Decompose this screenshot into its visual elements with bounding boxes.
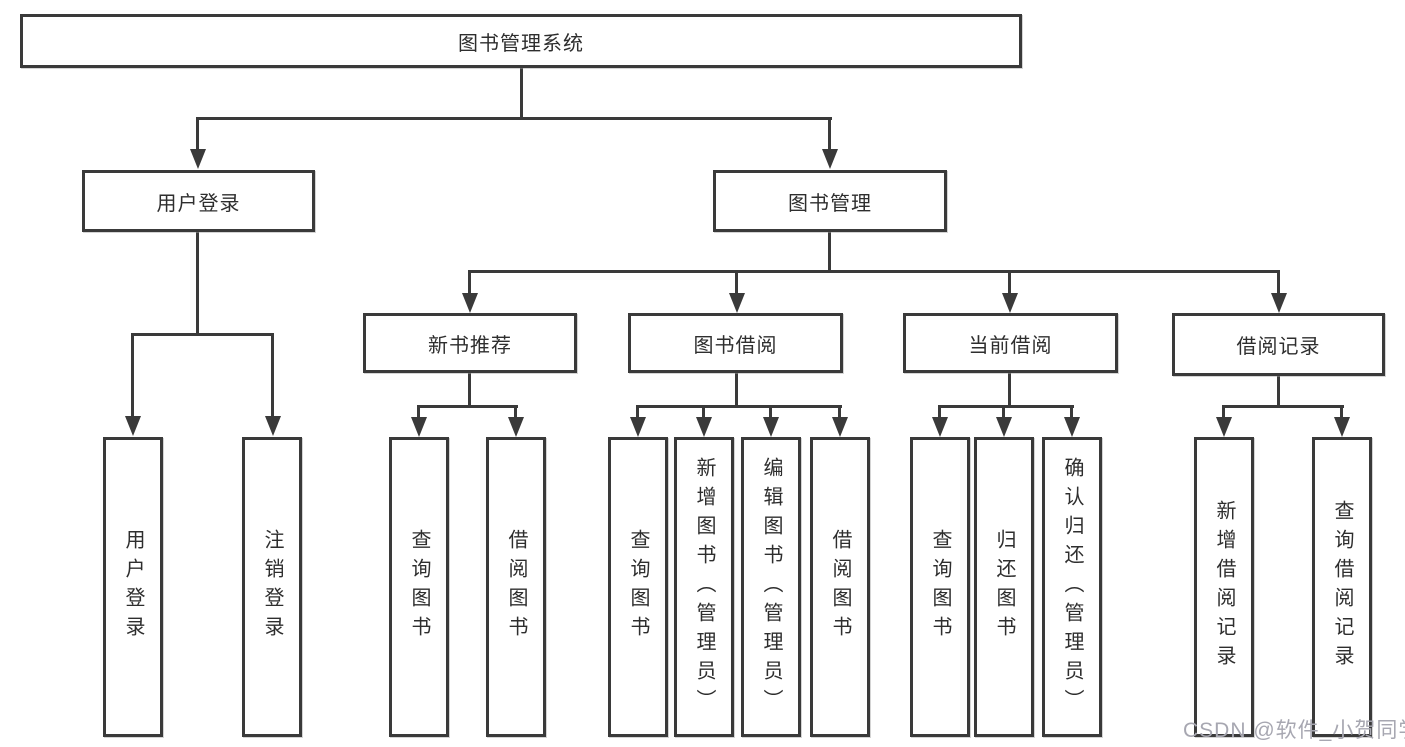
leaf-query-books-borrow: 查询图书 [608, 437, 668, 737]
leaf-confirm-return-admin: 确认归还（管理员） [1042, 437, 1102, 737]
connector-user-login-bus [131, 333, 274, 336]
leaf-borrow-books-new: 借阅图书 [486, 437, 546, 737]
connector-drop-leaf [1070, 405, 1073, 419]
arrow-down-icon [508, 417, 524, 437]
connector-drop-user-login [196, 117, 199, 151]
arrow-down-icon [462, 293, 478, 313]
connector-book-management-stub [828, 232, 831, 273]
arrow-down-icon [932, 417, 948, 437]
arrow-down-icon [1216, 417, 1232, 437]
arrow-down-icon [1271, 293, 1287, 313]
connector-new-books-bus [417, 405, 518, 408]
arrow-down-icon [696, 417, 712, 437]
connector-borrowing-records-bus [1222, 405, 1344, 408]
leaf-return-books: 归还图书 [974, 437, 1034, 737]
connector-drop-book-borrowing [735, 270, 738, 295]
node-new-books: 新书推荐 [363, 313, 577, 373]
leaf-query-borrow-record: 查询借阅记录 [1312, 437, 1372, 737]
arrow-down-icon [729, 293, 745, 313]
arrow-down-icon [832, 417, 848, 437]
connector-user-login-stub [196, 232, 199, 335]
connector-level2-bus [196, 117, 832, 120]
arrow-down-icon [630, 417, 646, 437]
connector-drop-current-borrowing [1008, 270, 1011, 295]
connector-borrowing-records-stub [1277, 376, 1280, 407]
node-current-borrowing: 当前借阅 [903, 313, 1118, 373]
node-user-login: 用户登录 [82, 170, 315, 232]
leaf-query-books-new: 查询图书 [389, 437, 449, 737]
connector-book-borrowing-bus [636, 405, 842, 408]
leaf-user-login: 用户登录 [103, 437, 163, 737]
watermark: CSDN @软件_小贺同学 [1183, 719, 1405, 742]
arrow-down-icon [1064, 417, 1080, 437]
node-borrowing-records: 借阅记录 [1172, 313, 1385, 376]
leaf-borrow-books: 借阅图书 [810, 437, 870, 737]
arrow-down-icon [822, 149, 838, 169]
arrow-down-icon [125, 416, 141, 436]
arrow-down-icon [265, 416, 281, 436]
connector-new-books-stub [468, 373, 471, 407]
connector-drop-leaf-user-login [131, 333, 134, 418]
connector-drop-leaf-logout [271, 333, 274, 418]
connector-drop-leaf [417, 405, 420, 419]
connector-drop-leaf [1222, 405, 1225, 419]
leaf-edit-books-admin: 编辑图书（管理员） [741, 437, 801, 737]
connector-drop-leaf [514, 405, 517, 419]
connector-drop-borrowing-records [1277, 270, 1280, 295]
connector-drop-leaf [636, 405, 639, 419]
leaf-add-books-admin: 新增图书（管理员） [674, 437, 734, 737]
connector-drop-leaf [702, 405, 705, 419]
connector-drop-leaf [838, 405, 841, 419]
connector-current-borrowing-stub [1008, 373, 1011, 407]
arrow-down-icon [190, 149, 206, 169]
connector-current-borrowing-bus [938, 405, 1074, 408]
connector-book-borrowing-stub [735, 373, 738, 407]
connector-drop-leaf [769, 405, 772, 419]
leaf-logout: 注销登录 [242, 437, 302, 737]
connector-level3-bus [468, 270, 1280, 273]
node-library-system: 图书管理系统 [20, 14, 1022, 68]
node-book-borrowing: 图书借阅 [628, 313, 843, 373]
node-book-management: 图书管理 [713, 170, 947, 232]
connector-drop-leaf [1340, 405, 1343, 419]
arrow-down-icon [996, 417, 1012, 437]
leaf-query-books-current: 查询图书 [910, 437, 970, 737]
connector-drop-leaf [938, 405, 941, 419]
arrow-down-icon [1334, 417, 1350, 437]
connector-drop-book-management [828, 117, 831, 151]
leaf-add-borrow-record: 新增借阅记录 [1194, 437, 1254, 737]
arrow-down-icon [763, 417, 779, 437]
connector-root-stub [520, 68, 523, 118]
arrow-down-icon [411, 417, 427, 437]
connector-drop-leaf [1002, 405, 1005, 419]
arrow-down-icon [1002, 293, 1018, 313]
connector-drop-new-books [468, 270, 471, 295]
